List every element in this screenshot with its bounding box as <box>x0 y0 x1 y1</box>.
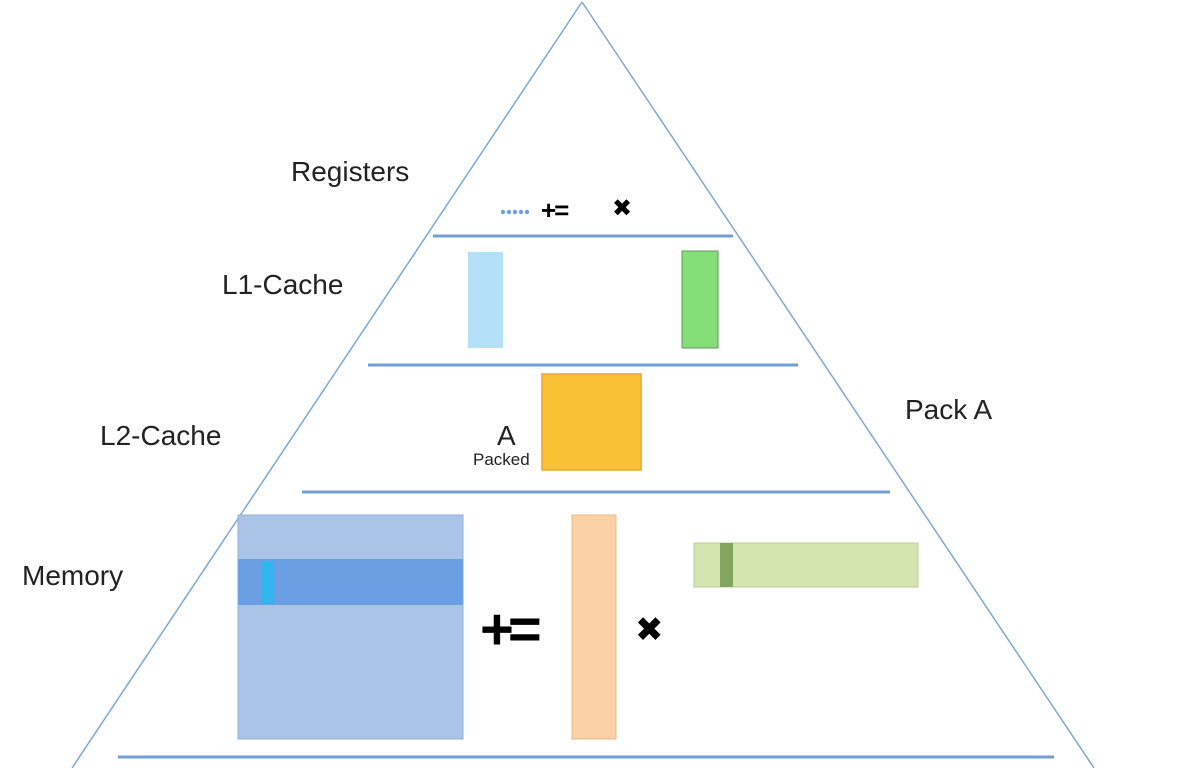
pyramid-right-edge <box>581 1 1095 768</box>
pyramid-left-edge <box>71 1 583 768</box>
label-registers: Registers <box>291 156 410 187</box>
packed-a-sublabel: Packed <box>473 450 530 469</box>
label-memory: Memory <box>22 560 124 591</box>
l1-b-sliver <box>681 250 719 349</box>
memory-c-matrix <box>237 514 464 740</box>
label-l2-cache: L2-Cache <box>100 420 222 451</box>
memory-c-micro-tile <box>261 561 274 604</box>
label-pack-a: Pack A <box>905 394 993 425</box>
l2-packed-a-block <box>541 373 642 471</box>
register-vector <box>500 209 530 215</box>
memory-b-micro-panel <box>720 543 733 587</box>
packed-a-label: A <box>497 420 516 451</box>
l1-a-sliver <box>468 252 503 348</box>
register-plus-equals: += <box>541 195 569 225</box>
memory-plus-equals: += <box>480 597 542 662</box>
register-times: ✖ <box>612 195 633 222</box>
label-l1-cache: L1-Cache <box>222 269 344 300</box>
memory-c-row-panel <box>238 559 463 605</box>
memory-times: ✖ <box>635 611 664 649</box>
memory-a-panel <box>571 514 617 740</box>
